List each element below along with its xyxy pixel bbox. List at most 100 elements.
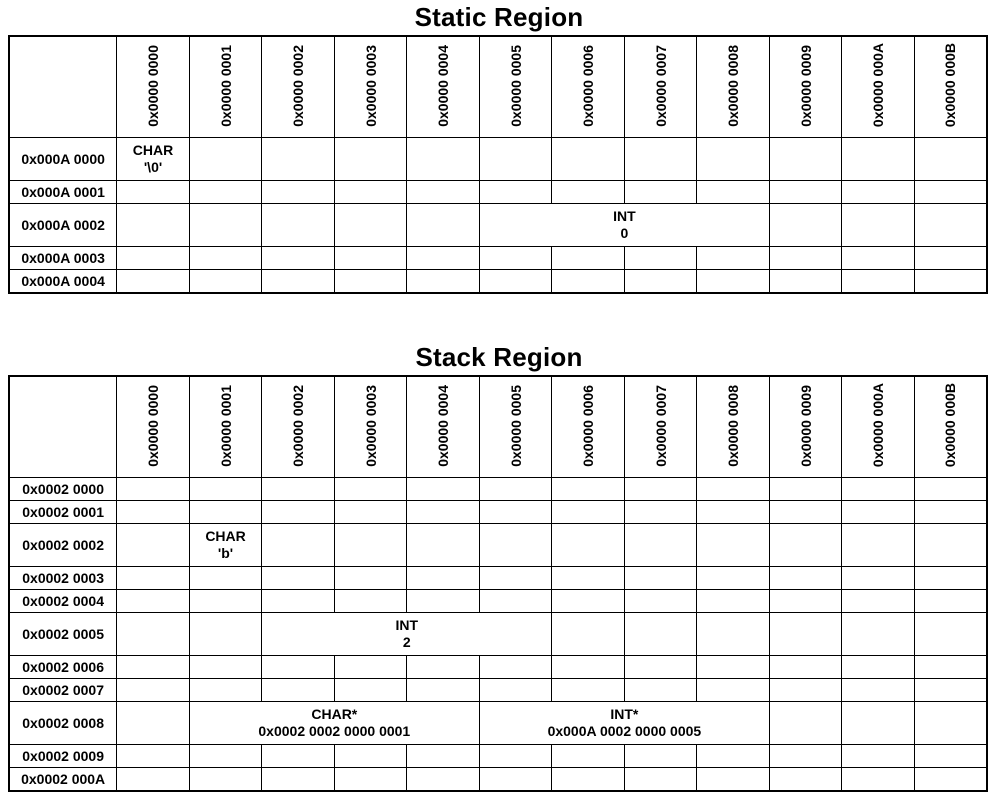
memory-empty-cell [696, 655, 770, 679]
column-header-label: 0x0000 0005 [507, 384, 524, 467]
memory-value-type: CHAR [132, 141, 174, 158]
table-row: 0x0002 0000 [8, 477, 988, 501]
memory-empty-cell [406, 523, 480, 567]
memory-empty-cell [841, 744, 915, 768]
memory-empty-cell [478, 655, 553, 679]
memory-empty-cell [333, 589, 408, 613]
table-corner-cell [8, 375, 118, 478]
memory-empty-cell [333, 180, 408, 204]
memory-empty-cell [333, 246, 408, 270]
memory-empty-cell [478, 566, 553, 590]
row-address-label: 0x0002 0001 [8, 500, 118, 524]
memory-empty-cell [841, 477, 915, 501]
memory-empty-cell [913, 744, 988, 768]
column-header-label: 0x0000 0008 [725, 384, 742, 467]
column-header-label: 0x0000 0006 [580, 384, 597, 467]
memory-empty-cell [333, 203, 408, 247]
column-header-6: 0x0000 0006 [551, 375, 625, 478]
memory-empty-cell [623, 612, 698, 656]
memory-value-type: INT [613, 207, 636, 224]
memory-empty-cell [696, 137, 770, 181]
row-address-label: 0x000A 0000 [8, 137, 118, 181]
memory-empty-cell [333, 566, 408, 590]
column-header-9: 0x0000 0009 [768, 375, 843, 478]
table-row: 0x0002 0007 [8, 678, 988, 702]
column-header-7: 0x0000 0007 [623, 375, 698, 478]
memory-empty-cell [913, 203, 988, 247]
memory-empty-cell [188, 589, 263, 613]
memory-empty-cell [623, 269, 698, 294]
table-row: 0x0002 0003 [8, 566, 988, 590]
table-row: 0x0002 0002 CHAR'b' [8, 523, 988, 567]
column-header-10: 0x0000 000A [841, 375, 915, 478]
memory-empty-cell [333, 500, 408, 524]
column-header-8: 0x0000 0008 [696, 35, 770, 138]
memory-empty-cell [333, 523, 408, 567]
memory-empty-cell [261, 589, 335, 613]
memory-empty-cell [261, 203, 335, 247]
column-header-1: 0x0000 0001 [188, 375, 263, 478]
row-address-label: 0x0002 0002 [8, 523, 118, 567]
memory-empty-cell [913, 589, 988, 613]
memory-empty-cell [623, 767, 698, 792]
memory-empty-cell [261, 180, 335, 204]
row-address-label: 0x0002 0000 [8, 477, 118, 501]
memory-empty-cell [623, 589, 698, 613]
memory-empty-cell [261, 477, 335, 501]
memory-empty-cell [841, 180, 915, 204]
memory-empty-cell [841, 566, 915, 590]
row-address-label: 0x0002 0003 [8, 566, 118, 590]
memory-empty-cell [551, 523, 625, 567]
memory-empty-cell [913, 566, 988, 590]
memory-empty-cell [406, 589, 480, 613]
memory-empty-cell [913, 767, 988, 792]
column-header-label: 0x0000 0000 [145, 44, 162, 127]
memory-empty-cell [623, 180, 698, 204]
column-header-6: 0x0000 0006 [551, 35, 625, 138]
column-header-5: 0x0000 0005 [478, 375, 553, 478]
table-row: 0x0002 0001 [8, 500, 988, 524]
column-header-5: 0x0000 0005 [478, 35, 553, 138]
memory-empty-cell [841, 137, 915, 181]
memory-empty-cell [116, 523, 190, 567]
column-header-9: 0x0000 0009 [768, 35, 843, 138]
memory-empty-cell [841, 701, 915, 745]
memory-empty-cell [188, 269, 263, 294]
table-row: 0x000A 0004 [8, 269, 988, 294]
column-header-label: 0x0000 0002 [290, 384, 307, 467]
column-header-label: 0x0000 0001 [217, 44, 234, 127]
memory-empty-cell [623, 523, 698, 567]
row-address-label: 0x000A 0003 [8, 246, 118, 270]
column-header-label: 0x0000 0006 [580, 44, 597, 127]
memory-empty-cell [551, 566, 625, 590]
memory-value: CHAR'\0' [117, 142, 189, 176]
row-address-label: 0x0002 0006 [8, 655, 118, 679]
memory-empty-cell [333, 137, 408, 181]
memory-value-cell: CHAR'\0' [116, 137, 190, 181]
memory-empty-cell [406, 477, 480, 501]
row-address-label: 0x0002 0008 [8, 701, 118, 745]
memory-empty-cell [768, 678, 843, 702]
memory-value: CHAR'b' [190, 528, 262, 562]
row-address-label: 0x0002 0005 [8, 612, 118, 656]
column-header-label: 0x0000 000B [942, 43, 959, 128]
memory-value-cell: INT*0x000A 0002 0000 0005 [478, 701, 770, 745]
row-address-label: 0x0002 0007 [8, 678, 118, 702]
static-memory-table: 0x0000 0000 0x0000 0001 0x0000 0002 0x0000 … [8, 35, 988, 294]
memory-empty-cell [841, 500, 915, 524]
memory-value-content: 2 [402, 634, 411, 650]
memory-empty-cell [261, 137, 335, 181]
memory-empty-cell [116, 655, 190, 679]
memory-value: INT*0x000A 0002 0000 0005 [480, 706, 769, 740]
memory-empty-cell [116, 701, 190, 745]
memory-empty-cell [841, 655, 915, 679]
memory-empty-cell [841, 203, 915, 247]
memory-value-type: INT [395, 616, 419, 633]
memory-empty-cell [188, 246, 263, 270]
memory-value-content: 'b' [217, 545, 234, 561]
column-header-2: 0x0000 0002 [261, 35, 335, 138]
